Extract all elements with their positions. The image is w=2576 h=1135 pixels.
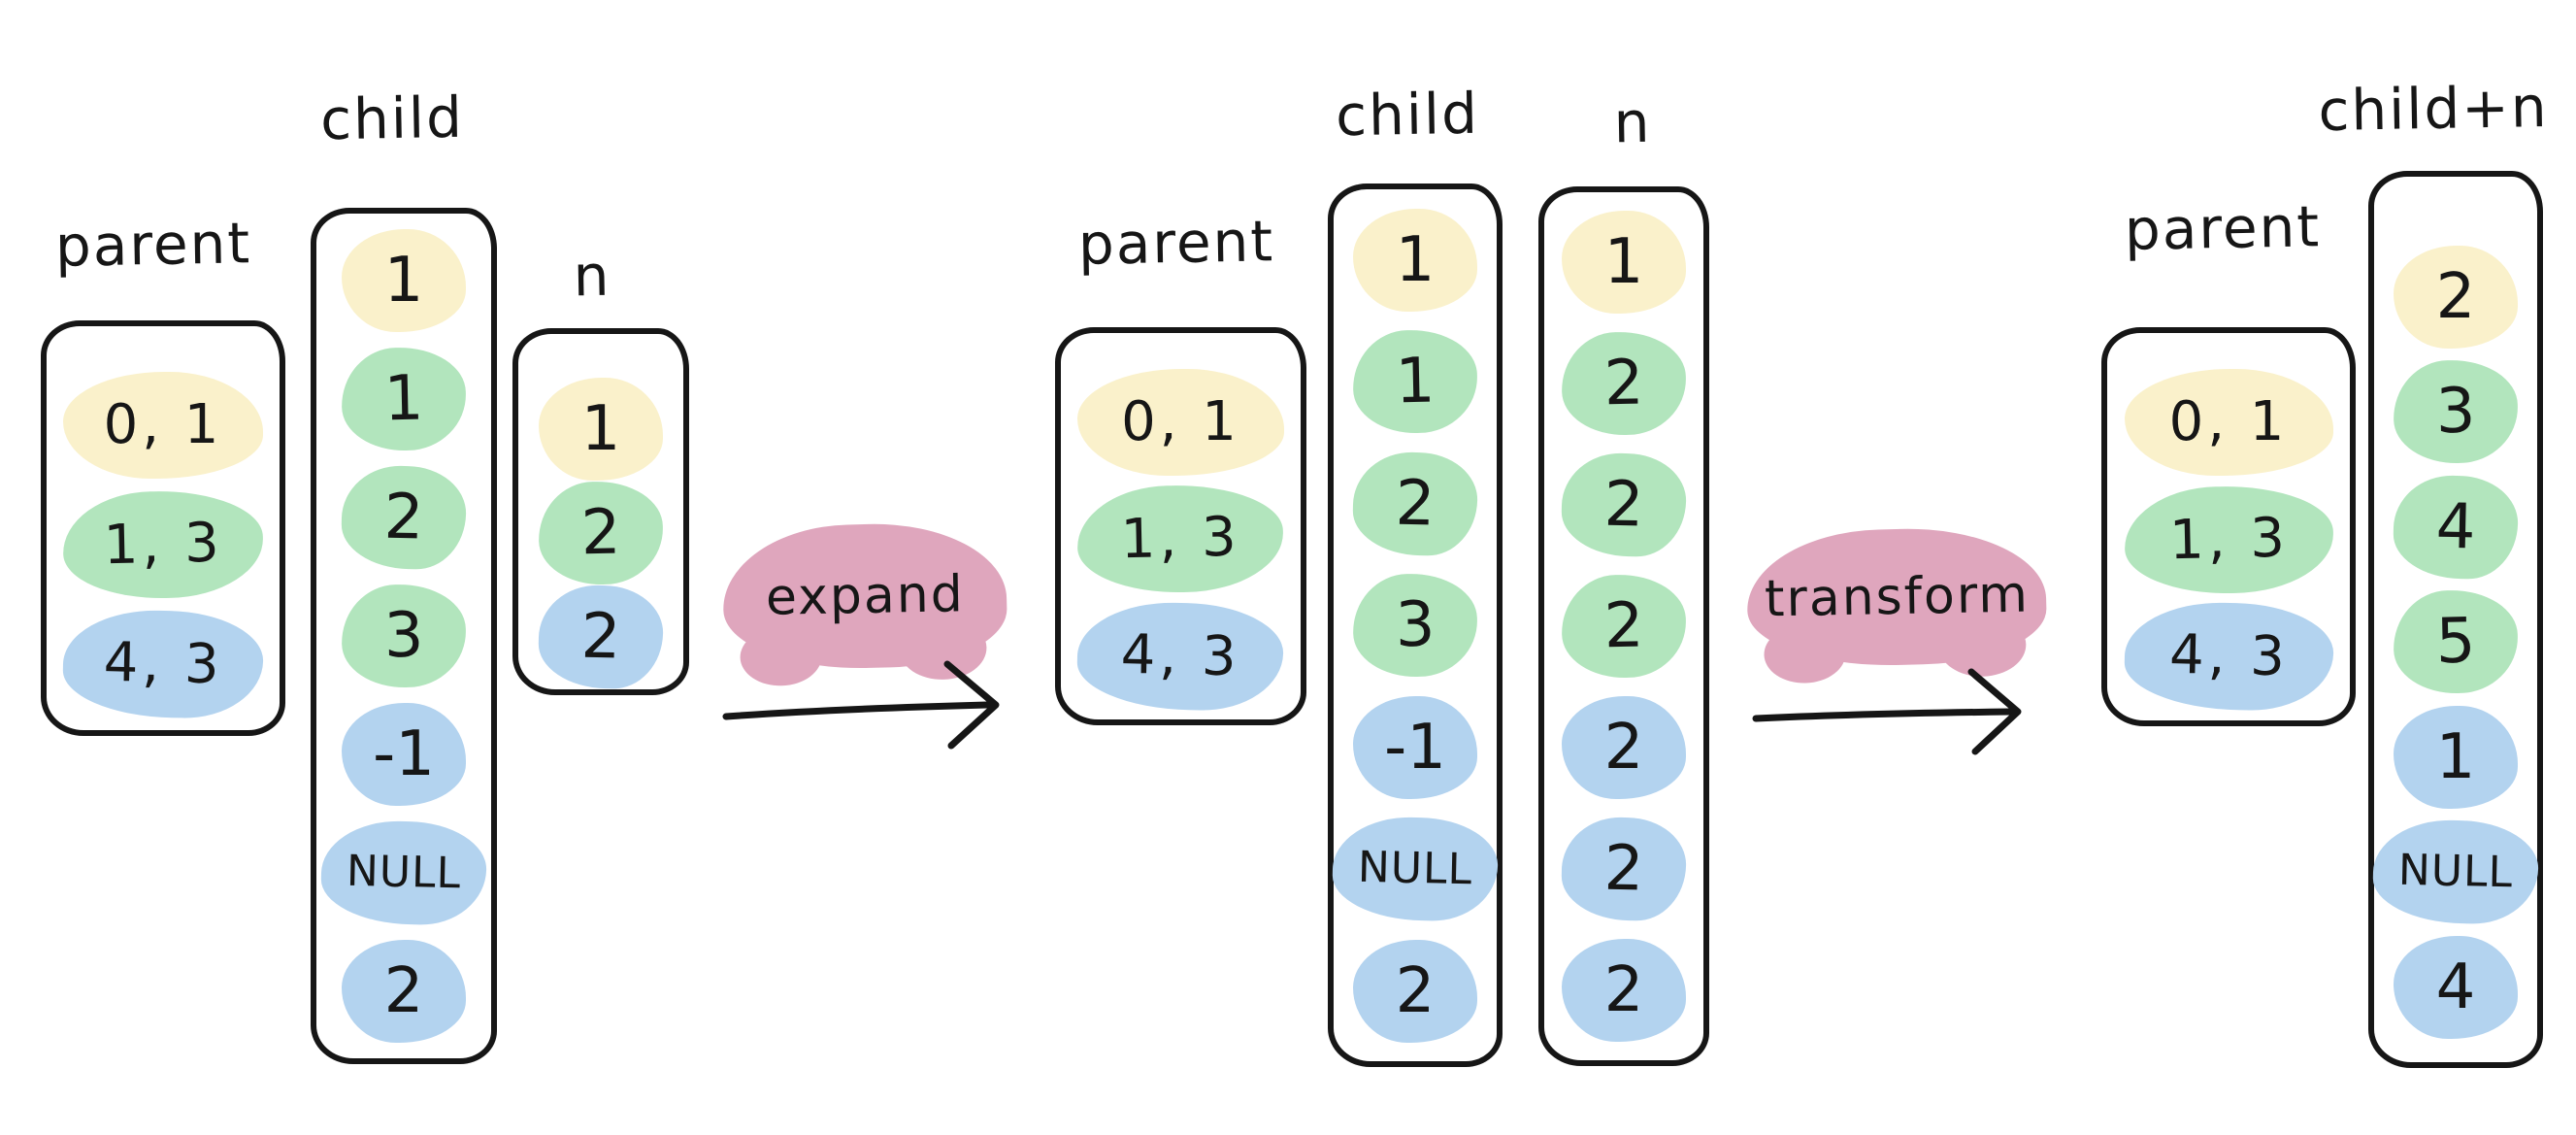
cell-blob: -1 <box>1353 695 1477 799</box>
cell-blob: 1 <box>2394 705 2518 809</box>
expand-label-cloud: expand <box>721 520 1008 672</box>
cell-blob: 2 <box>537 584 665 690</box>
cell-blob: 4, 3 <box>2123 601 2334 713</box>
cell-blob: 1 <box>340 346 468 452</box>
cell-blob: -1 <box>342 703 466 806</box>
cell-blob: 4 <box>2392 474 2520 580</box>
cell-blob: 1 <box>1351 328 1479 435</box>
cell-blob: 1 <box>1562 211 1686 314</box>
transform-label: transform <box>1764 565 2030 629</box>
transform-label-cloud: transform <box>1745 524 2048 670</box>
cell-blob: 2 <box>342 940 466 1043</box>
stage2-parent-label: parent <box>1077 208 1275 278</box>
stage2-child-label: child <box>1335 80 1480 150</box>
cell-blob: 4, 3 <box>1076 600 1285 712</box>
cell-blob: 2 <box>1562 939 1686 1042</box>
cell-blob: 4 <box>2394 935 2518 1039</box>
cell-blob: 2 <box>2394 245 2518 349</box>
cell-blob: 2 <box>1562 696 1686 799</box>
stage2-n-label: n <box>1613 88 1652 156</box>
cell-blob: 0, 1 <box>62 372 264 479</box>
cell-blob: 2 <box>1560 451 1688 558</box>
stage3-parent-label: parent <box>2124 193 2322 263</box>
cell-blob: 2 <box>1560 573 1688 680</box>
stage1-parent-label: parent <box>54 210 252 280</box>
cell-blob: 2 <box>1351 451 1479 556</box>
cell-blob: 2 <box>1353 939 1477 1043</box>
stage1-child-label: child <box>319 83 465 153</box>
cell-blob: NULL <box>1331 816 1500 922</box>
cell-blob: 0, 1 <box>1077 368 1284 476</box>
stage1-n-label: n <box>573 242 611 310</box>
cell-blob: 1, 3 <box>2123 484 2334 595</box>
cell-blob: 2 <box>1560 330 1688 437</box>
cell-blob: NULL <box>319 819 488 926</box>
cell-blob: 1, 3 <box>61 488 265 601</box>
cell-blob: 4, 3 <box>61 608 265 720</box>
cell-blob: 3 <box>1351 572 1479 679</box>
stage3-result-label: child+n <box>2317 73 2550 145</box>
cell-blob: 0, 1 <box>2124 368 2333 476</box>
cell-blob: 1 <box>539 378 663 481</box>
cell-blob: 3 <box>2392 358 2520 465</box>
expand-arrow-icon <box>722 660 1000 750</box>
cell-blob: 2 <box>537 480 665 586</box>
cell-blob: 2 <box>340 464 468 571</box>
cell-blob: 3 <box>340 583 468 689</box>
stage2-n-column: 1 2 2 2 2 2 2 <box>1538 186 1709 1066</box>
cell-blob: 1, 3 <box>1076 483 1285 595</box>
expand-label: expand <box>765 565 965 627</box>
cell-blob: 2 <box>1560 816 1688 922</box>
cell-blob: 1 <box>1353 208 1477 312</box>
cell-blob: NULL <box>2371 818 2540 925</box>
cell-blob: 5 <box>2392 588 2520 695</box>
transform-arrow-icon <box>1752 668 2022 755</box>
cell-blob: 1 <box>342 229 466 332</box>
